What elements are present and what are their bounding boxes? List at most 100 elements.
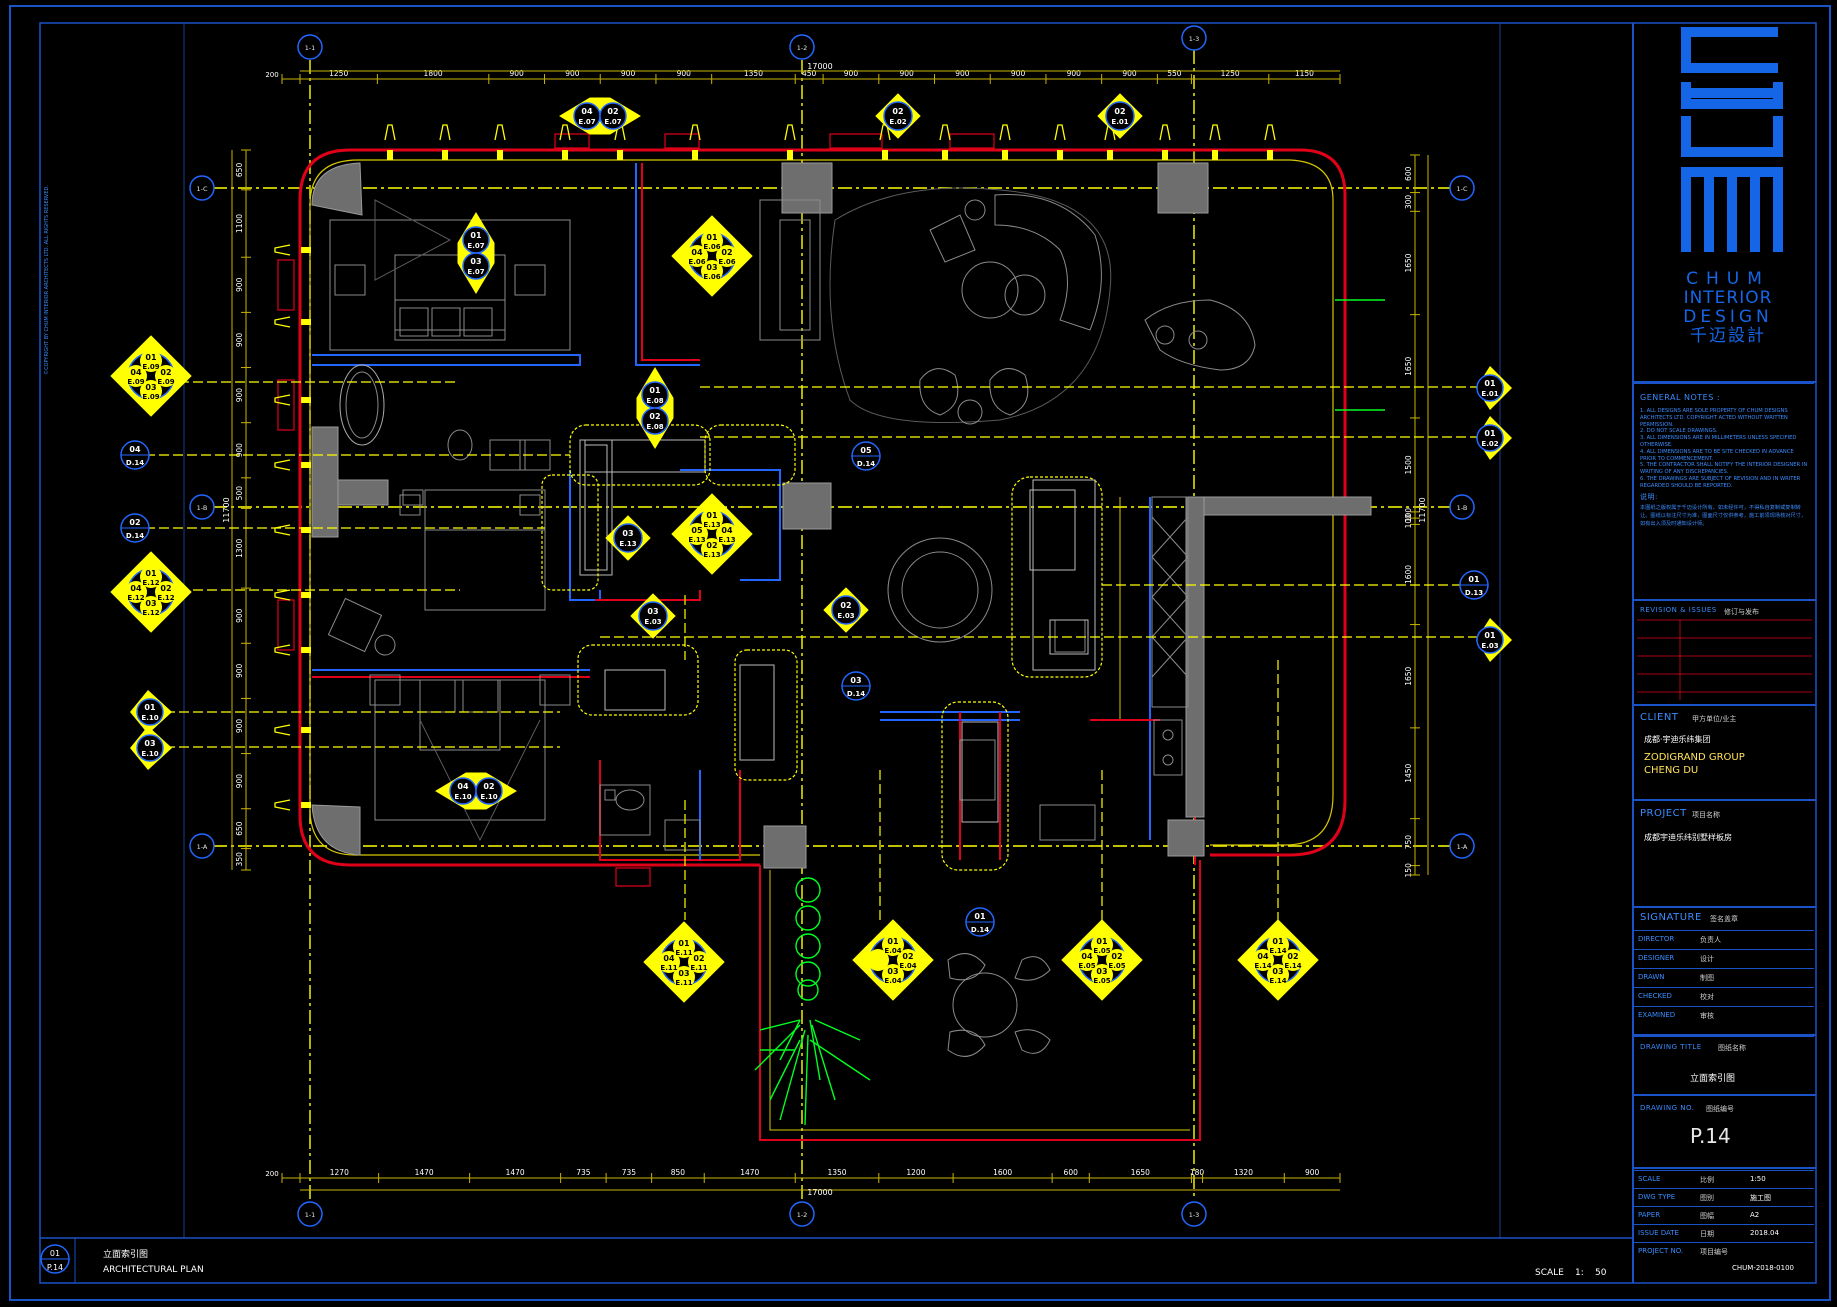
marker-text: 02	[721, 248, 732, 257]
meta-value: 2018.04	[1750, 1229, 1779, 1237]
marker-text: E.12	[142, 609, 159, 617]
dim-text: 1320	[1234, 1168, 1253, 1177]
dim-text: 300	[1404, 195, 1413, 210]
marker-text: 02	[1114, 107, 1125, 116]
marker-text: 03	[1096, 967, 1107, 976]
dim-text: 900	[844, 69, 859, 78]
dim-text: 1470	[415, 1168, 434, 1177]
marker-text: 03	[850, 676, 861, 685]
detail-callout: 05D.14	[851, 441, 881, 471]
project-title: PROJECT	[1640, 808, 1687, 819]
dim-text: 1450	[1404, 763, 1413, 782]
marker-text: E.13	[718, 536, 735, 544]
dim-text: 1270	[330, 1168, 349, 1177]
marker-text: 01	[144, 703, 156, 712]
signature-role: DIRECTOR	[1638, 935, 1675, 943]
dim-total: 11700	[1418, 497, 1427, 522]
dim-text: 1300	[235, 539, 244, 558]
drawing-title-label: DRAWING TITLE	[1640, 1043, 1702, 1051]
marker-text: 01	[974, 912, 986, 921]
grid-label: 1-A	[197, 843, 208, 851]
marker-text: E.07	[578, 118, 595, 126]
dim-text: 900	[235, 774, 244, 789]
marker-text: E.13	[619, 540, 636, 548]
dim-total: 11700	[222, 497, 231, 522]
dim-text: 900	[235, 719, 244, 734]
marker-text: E.14	[1269, 977, 1286, 985]
marker-text: 02	[840, 601, 851, 610]
marker-text: E.03	[1481, 642, 1498, 650]
grid-bubbles	[189, 25, 1475, 1227]
marker-text: D.13	[1465, 589, 1483, 597]
marker-text: 04	[1081, 952, 1093, 961]
logo-en-2: INTERIOR	[1683, 288, 1773, 308]
marker-text: 01	[470, 231, 482, 240]
logo-cn: 千迈設計	[1690, 326, 1766, 346]
marker-text: E.10	[454, 793, 471, 801]
signature-role-cn: 设计	[1700, 955, 1714, 963]
wardrobes	[579, 439, 999, 823]
detail-callout: 04D.14	[120, 440, 150, 470]
grid-label: 1-2	[797, 44, 808, 52]
client-name-en-1: ZODIGRAND GROUP	[1644, 752, 1745, 763]
signature-title: SIGNATURE	[1640, 912, 1702, 923]
drawing-no-cn: 图纸编号	[1706, 1105, 1734, 1113]
logo-text: CHUM INTERIOR DESIGN 千迈設計	[1678, 270, 1778, 346]
dim-text: 900	[510, 69, 525, 78]
marker-text: D.14	[126, 459, 144, 467]
general-notes-section: GENERAL NOTES : 1. ALL DESIGNS ARE SOLE …	[1634, 382, 1814, 602]
marker-text: E.13	[688, 536, 705, 544]
dim-text: 100	[1404, 508, 1413, 523]
sheet-inner-frame	[39, 22, 1817, 1284]
client-cn-label: 甲方单位/业主	[1692, 715, 1737, 723]
general-note: 2. DO NOT SCALE DRAWINGS.	[1640, 428, 1718, 435]
drawing-label-sheet: P.14	[47, 1263, 63, 1272]
revision-table	[1637, 619, 1812, 700]
dim-text: 350	[235, 852, 244, 867]
marker-text: E.11	[660, 964, 677, 972]
signature-role-cn: 校对	[1700, 993, 1714, 1001]
dim-text: 750	[1404, 835, 1413, 850]
marker-text: 02	[1111, 952, 1122, 961]
dim-text: 735	[622, 1168, 637, 1177]
drawing-title-en: ARCHITECTURAL PLAN	[103, 1265, 204, 1275]
revision-section: REVISION & ISSUES 修订与发布	[1634, 600, 1814, 705]
marker-text: 04	[691, 248, 703, 257]
grid-bubble-labels: 1-1 1-2 1-3 1-1 1-2 1-3 1-C 1-B 1-A 1-C …	[196, 35, 1467, 1219]
marker-text: E.05	[1078, 962, 1095, 970]
dim-text: 650	[235, 821, 244, 836]
meta-key: PAPER	[1638, 1211, 1661, 1219]
marker-text: E.14	[1284, 962, 1301, 970]
marker-text: E.09	[142, 393, 159, 401]
marker-text: D.14	[971, 926, 989, 934]
marker-text: E.09	[127, 378, 144, 386]
scale-note: SCALE 1: 50	[1535, 1268, 1607, 1278]
marker-text: D.14	[847, 690, 865, 698]
dim-text: 550	[1167, 69, 1182, 78]
general-notes-list: 1. ALL DESIGNS ARE SOLE PROPERTY OF CHUM…	[1640, 408, 1808, 490]
dim-text: 900	[235, 608, 244, 623]
detail-callout: 01D.14	[965, 907, 995, 937]
scale-colon: 1:	[1575, 1268, 1584, 1278]
dim-text: 900	[1067, 69, 1082, 78]
meta-key-cn: 图别	[1700, 1194, 1714, 1202]
marker-text: 01	[706, 511, 718, 520]
dim-text: 1100	[235, 214, 244, 233]
elevation-marker-side: 01E.02	[1476, 416, 1512, 460]
marker-text: 04	[457, 782, 469, 791]
marker-text: E.08	[646, 397, 663, 405]
marker-text: E.12	[142, 579, 159, 587]
meta-key: SCALE	[1638, 1175, 1661, 1183]
drawing-title-cn-label: 图纸名称	[1718, 1044, 1746, 1052]
dim-text: 100	[1404, 514, 1413, 529]
grid-label: 1-C	[1456, 185, 1467, 193]
dim-text: 450	[802, 69, 817, 78]
marker-text: 05	[860, 446, 872, 455]
drawing-no-value: P.14	[1690, 1124, 1731, 1148]
client-title: CLIENT	[1640, 712, 1679, 723]
